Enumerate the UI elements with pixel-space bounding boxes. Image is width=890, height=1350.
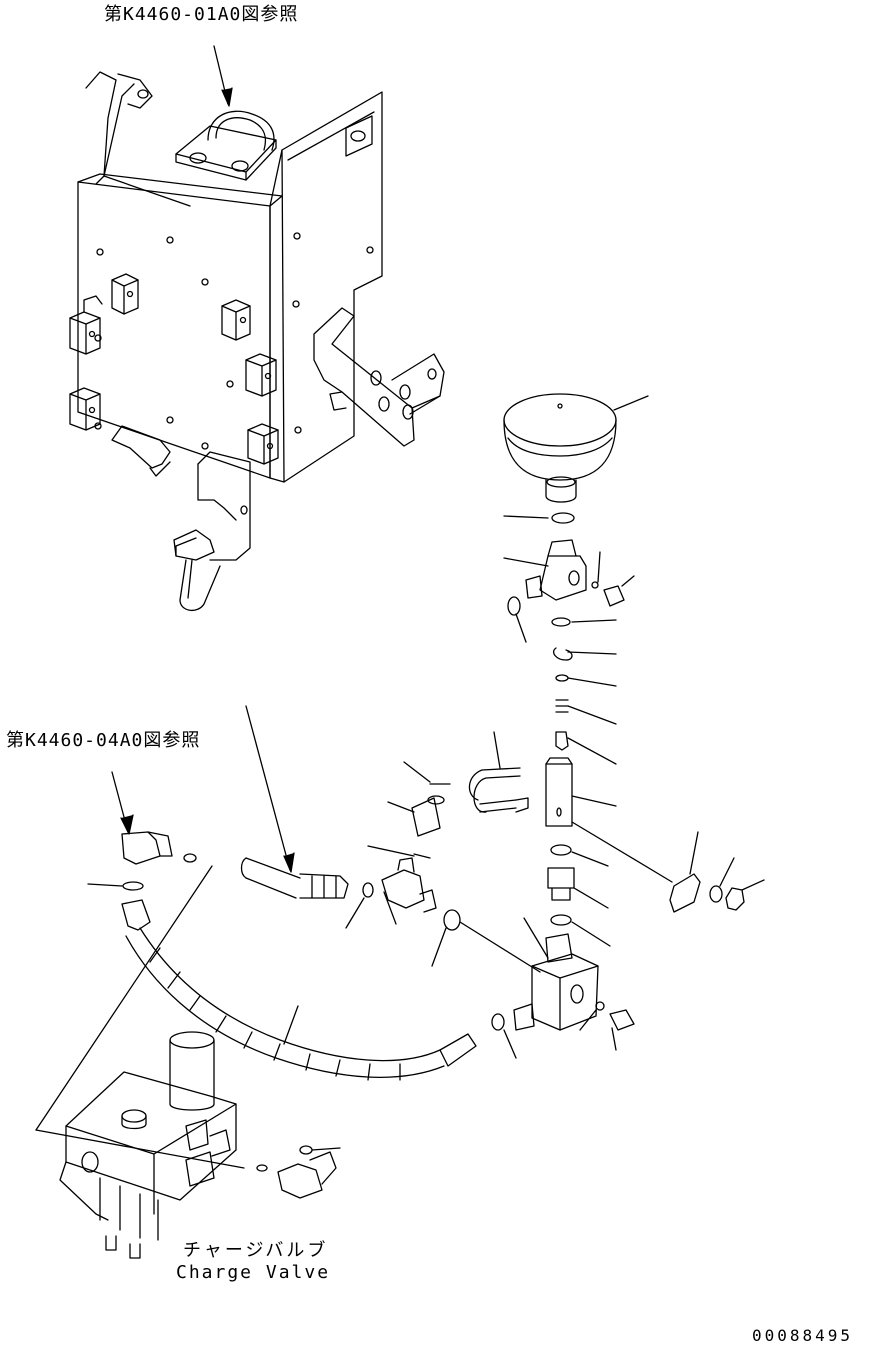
mounting-bracket: [70, 72, 444, 610]
reference-label-lower: 第K4460-04A0図参照: [6, 730, 201, 751]
hose-straight: [242, 706, 349, 898]
reference-label-upper: 第K4460-01A0図参照: [104, 4, 299, 25]
u-tube-fittings: [346, 732, 540, 972]
charge-valve-elbow: [257, 1146, 340, 1198]
accumulator: [504, 394, 648, 502]
reference-arrow-upper: [214, 46, 232, 106]
elbow-fitting: [88, 832, 196, 890]
parts-stack-right: [504, 513, 672, 946]
charge-valve: [36, 866, 244, 1258]
junction-block: [492, 918, 634, 1058]
plate-washer-nut: [670, 832, 764, 912]
spiral-hose: [122, 900, 476, 1080]
drawing-number: 00088495: [752, 1326, 854, 1345]
charge-valve-label-en: Charge Valve: [176, 1262, 331, 1283]
charge-valve-label-jp: チャージバルブ: [183, 1240, 329, 1261]
reference-arrow-lower: [112, 772, 133, 834]
